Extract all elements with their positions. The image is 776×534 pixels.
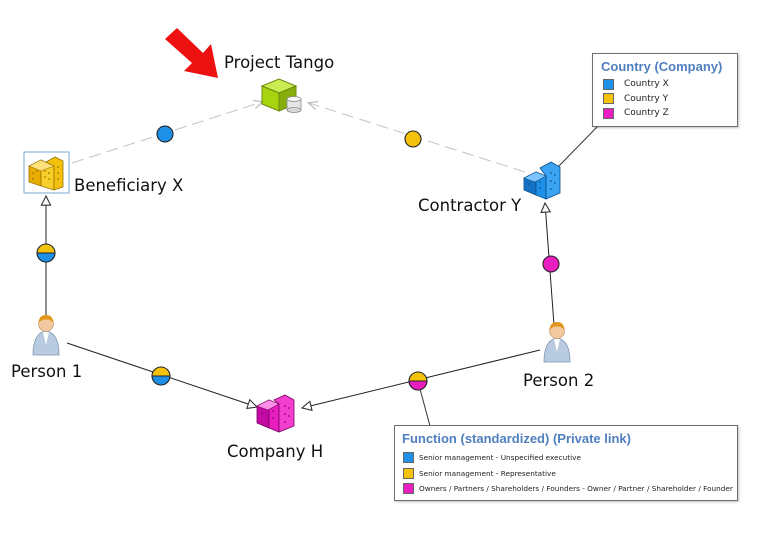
person-1-label: Person 1 [11, 362, 82, 381]
person-icon [32, 315, 60, 356]
database-icon [286, 96, 302, 113]
project-tango-label: Project Tango [224, 53, 334, 72]
color-swatch [403, 467, 414, 479]
contractor-y-label: Contractor Y [418, 196, 522, 215]
company-h-label: Company H [227, 442, 323, 461]
legend-function-item: Owners / Partners / Shareholders / Found… [395, 481, 737, 497]
legend-country: Country (Company) Country X Country Y Co… [592, 53, 738, 127]
link-badge-function-owner[interactable] [542, 255, 560, 273]
link-badge-function-mixed[interactable] [408, 371, 428, 391]
legend-function-connector [419, 388, 431, 427]
highlight-arrow [165, 28, 218, 78]
person-1-node[interactable] [32, 315, 60, 356]
legend-item-label: Country X [624, 79, 669, 90]
company-h-node[interactable] [256, 394, 295, 433]
color-swatch [603, 93, 614, 105]
contractor-y-node[interactable] [523, 161, 561, 200]
legend-item-label: Senior management - Unspecified executiv… [419, 453, 581, 463]
legend-country-title: Country (Company) [601, 59, 723, 74]
color-swatch [403, 452, 414, 464]
person-icon [543, 322, 571, 363]
link-badge-country-x[interactable] [156, 125, 174, 143]
legend-function-item: Senior management - Representative [395, 466, 737, 482]
legend-function: Function (standardized) (Private link) S… [394, 425, 738, 501]
link-badge-function-mixed[interactable] [151, 366, 171, 386]
person-2-label: Person 2 [523, 371, 594, 390]
company-building-icon [523, 161, 561, 200]
link-badge-country-y[interactable] [404, 130, 422, 148]
link-badge-function-mixed[interactable] [36, 243, 56, 263]
color-swatch [603, 107, 614, 119]
company-building-icon [256, 394, 295, 433]
person-2-node[interactable] [543, 322, 571, 363]
legend-country-item: Country X [593, 77, 737, 92]
legend-item-label: Country Y [624, 93, 669, 104]
legend-country-item: Country Y [593, 92, 737, 107]
legend-item-label: Country Z [624, 108, 669, 119]
company-building-icon [28, 156, 64, 191]
legend-country-item: Country Z [593, 106, 737, 121]
legend-item-label: Senior management - Representative [419, 468, 556, 478]
legend-country-connector [554, 123, 601, 171]
beneficiary-x-node[interactable] [23, 151, 70, 194]
color-swatch [603, 78, 614, 90]
legend-function-title: Function (standardized) (Private link) [402, 431, 631, 446]
color-swatch [403, 483, 414, 495]
beneficiary-x-label: Beneficiary X [74, 176, 183, 195]
legend-item-label: Owners / Partners / Shareholders / Found… [419, 484, 733, 494]
legend-function-item: Senior management - Unspecified executiv… [395, 450, 737, 466]
project-tango-node[interactable] [260, 78, 302, 113]
